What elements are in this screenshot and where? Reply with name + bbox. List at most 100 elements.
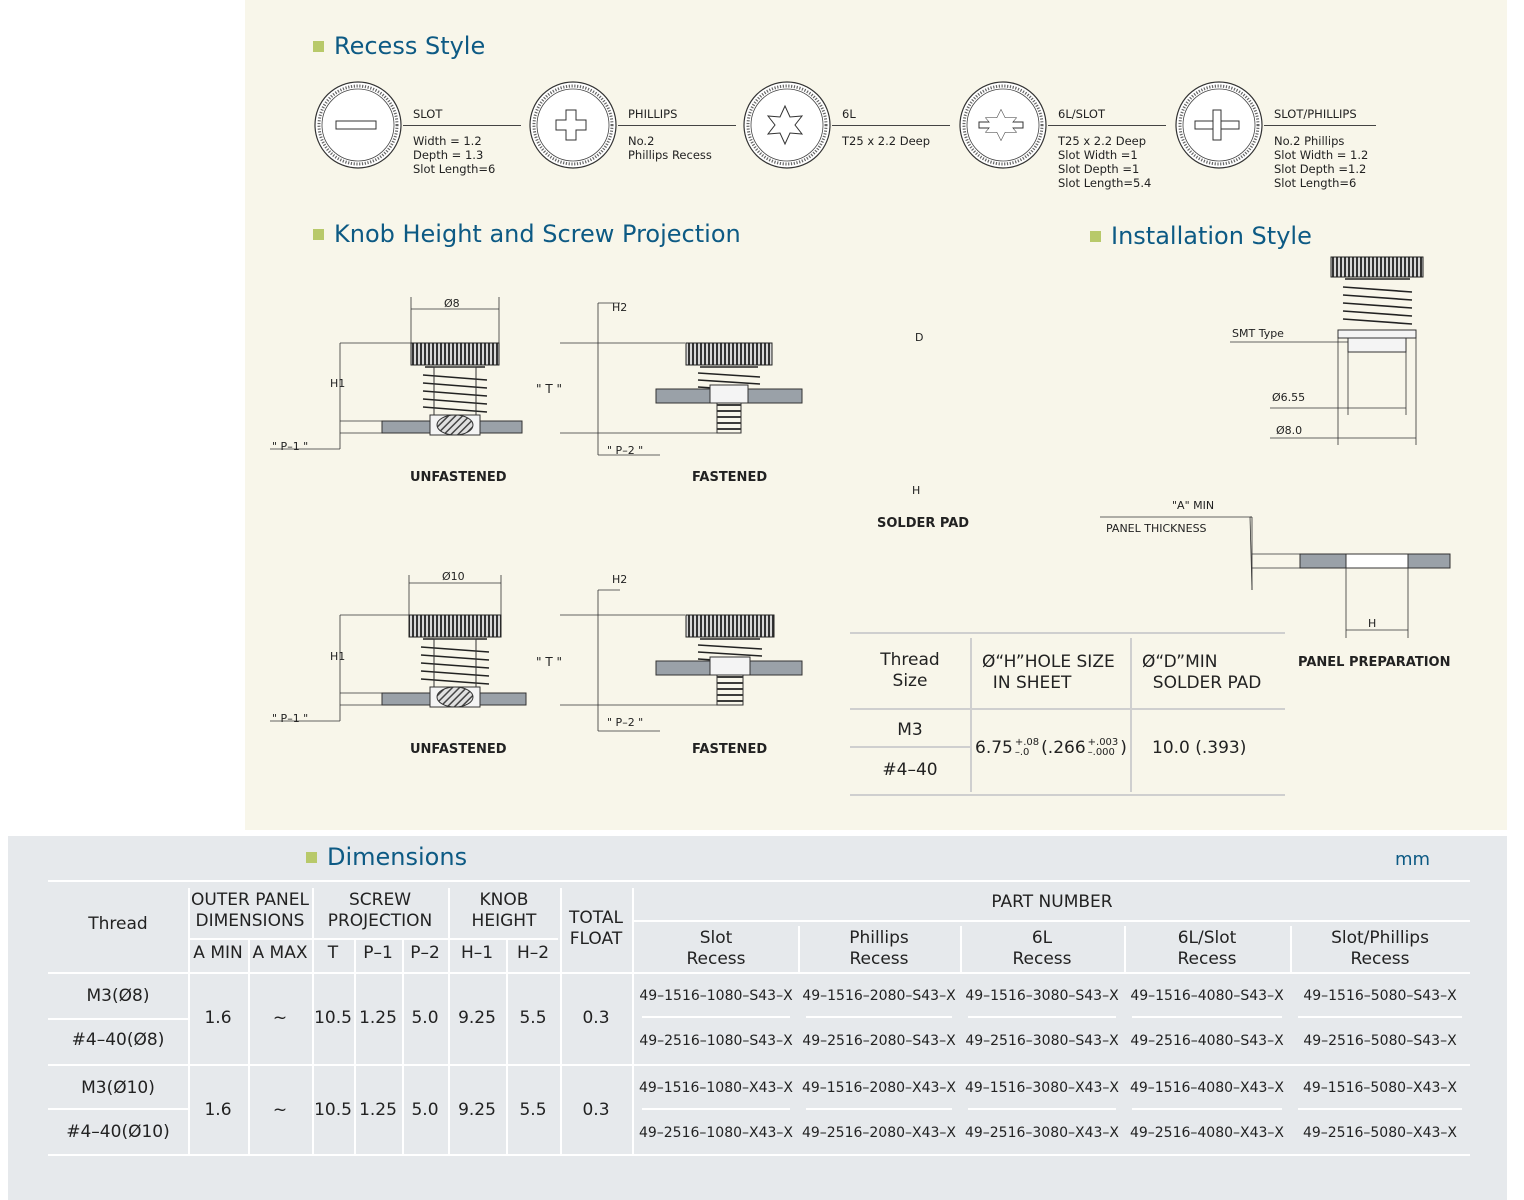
p2-label: " P–2 ": [607, 444, 644, 457]
p2-label-2: " P–2 ": [607, 716, 644, 729]
t-label: " T ": [536, 382, 562, 396]
total-float-cell: 0.3: [582, 1100, 610, 1120]
solder-pad-header: Ø“D”MIN SOLDER PAD: [1142, 652, 1262, 693]
recess-spec: Depth = 1.3: [413, 148, 484, 162]
hole-size-value: 6.75+.08–.0(.266+.003–.000): [975, 737, 1127, 759]
a-max-cell: ~: [272, 1008, 288, 1028]
part-number-cell: 49–1516–4080–S43–X: [1130, 988, 1284, 1004]
h1-label: H1: [330, 377, 346, 390]
part-number-header: PART NUMBER: [991, 892, 1113, 912]
phillips-recess-icon: [529, 81, 617, 169]
panel-preparation-label: PANEL PREPARATION: [1298, 655, 1451, 670]
fastened-label: FASTENED: [692, 470, 768, 485]
outer-panel-header: OUTER PANEL DIMENSIONS: [191, 890, 309, 931]
a-min-label: "A" MIN: [1172, 499, 1215, 512]
a-min-header: A MIN: [193, 943, 243, 963]
hole-size-header: Ø“H”HOLE SIZE IN SHEET: [982, 652, 1115, 693]
smt-type-label: SMT Type: [1232, 327, 1284, 340]
solder-pad-label: SOLDER PAD: [877, 516, 970, 531]
part-number-cell: 49–1516–1080–X43–X: [638, 1080, 794, 1096]
6l-recess-icon: [743, 81, 831, 169]
slot-phillips-recess-icon: [1175, 81, 1263, 169]
smt-installation-diagram: [1100, 256, 1451, 638]
recess-name: SLOT/PHILLIPS: [1274, 107, 1357, 121]
recess-name: 6L/SLOT: [1058, 107, 1105, 121]
part-number-cell: 49–1516–4080–X43–X: [1129, 1080, 1285, 1096]
thread-m3: M3: [897, 720, 923, 740]
d80-label: Ø8.0: [1276, 424, 1303, 437]
unfastened-label: UNFASTENED: [410, 470, 507, 485]
fastened-label-2: FASTENED: [692, 742, 768, 757]
h2-cell: 5.5: [519, 1100, 547, 1120]
part-number-cell: 49–2516–1080–S43–X: [639, 1033, 793, 1049]
panel-thickness-label: PANEL THICKNESS: [1106, 522, 1207, 535]
unfastened-label-2: UNFASTENED: [410, 742, 507, 757]
h1-header: H–1: [460, 943, 494, 963]
part-number-cell: 49–1516–3080–S43–X: [965, 988, 1119, 1004]
bullet-icon: [313, 40, 324, 52]
recess-spec: Slot Length=5.4: [1058, 176, 1152, 190]
t-label-2: " T ": [536, 655, 562, 669]
part-number-cell: 49–1516–2080–X43–X: [801, 1080, 957, 1096]
recess-spec: Phillips Recess: [628, 148, 712, 162]
p2-cell: 5.0: [411, 1100, 439, 1120]
thread-4-40: #4–40: [882, 760, 938, 780]
part-number-cell: 49–1516–2080–S43–X: [802, 988, 956, 1004]
6l-slot-recess-header: 6L/Slot Recess: [1177, 928, 1237, 969]
t-cell: 10.5: [314, 1008, 352, 1028]
part-number-cell: 49–2516–3080–X43–X: [964, 1125, 1120, 1141]
part-number-cell: 49–1516–1080–S43–X: [639, 988, 793, 1004]
recess-spec: T25 x 2.2 Deep: [842, 134, 931, 148]
6l-recess-header: 6L Recess: [1012, 928, 1072, 969]
p1-cell: 1.25: [359, 1100, 397, 1120]
p2-header: P–2: [410, 943, 440, 963]
part-number-cell: 49–2516–2080–S43–X: [802, 1033, 956, 1049]
slot-recess-header: Slot Recess: [686, 928, 746, 969]
recess-spec: No.2: [628, 134, 655, 148]
dimensions-table: Thread OUTER PANEL DIMENSIONS A MIN A MA…: [48, 880, 1470, 1156]
installation-style-title: Installation Style: [1090, 222, 1312, 250]
bullet-icon: [313, 228, 324, 240]
recess-spec: Slot Width =1: [1058, 148, 1138, 162]
part-number-cell: 49–2516–1080–X43–X: [638, 1125, 794, 1141]
fastened-10-diagram: [560, 589, 803, 732]
p1-cell: 1.25: [359, 1008, 397, 1028]
bullet-icon: [306, 851, 317, 863]
p1-label-2: " P–1 ": [272, 712, 309, 725]
bullet-icon: [1090, 230, 1101, 242]
thread-cell: M3(Ø10): [81, 1078, 155, 1098]
recess-spec: Slot Length=6: [413, 162, 496, 176]
fastened-8-diagram: [560, 302, 803, 456]
p1-label: " P–1 ": [272, 440, 309, 453]
h1-cell: 9.25: [458, 1008, 496, 1028]
phillips-recess-header: Phillips Recess: [849, 928, 909, 969]
solder-d-label: D: [915, 331, 924, 344]
p1-header: P–1: [363, 943, 393, 963]
solder-h-label: H: [912, 484, 921, 497]
dia10-label: Ø10: [442, 570, 465, 583]
h2-cell: 5.5: [519, 1008, 547, 1028]
part-number-cell: 49–2516–2080–X43–X: [801, 1125, 957, 1141]
unfastened-10-diagram: [270, 575, 527, 722]
a-min-cell: 1.6: [204, 1008, 232, 1028]
a-min-cell: 1.6: [204, 1100, 232, 1120]
h2-label: H2: [612, 301, 628, 314]
knob-height-title: Knob Height and Screw Projection: [313, 220, 741, 248]
dimensions-title: Dimensions: [306, 843, 467, 871]
h1-label-2: H1: [330, 650, 346, 663]
t-cell: 10.5: [314, 1100, 352, 1120]
thread-size-header: Thread Size: [880, 650, 940, 691]
h1-cell: 9.25: [458, 1100, 496, 1120]
6l-slot-recess-icon: [959, 81, 1047, 169]
part-number-cell: 49–1516–5080–S43–X: [1303, 988, 1457, 1004]
d655-label: Ø6.55: [1272, 391, 1306, 404]
recess-spec: Slot Depth =1.2: [1274, 162, 1367, 176]
knob-height-header: KNOB HEIGHT: [471, 890, 537, 931]
solder-pad-value: 10.0 (.393): [1152, 738, 1247, 758]
thread-cell: M3(Ø8): [86, 986, 150, 1006]
recess-spec: T25 x 2.2 Deep: [1058, 134, 1147, 148]
h2-header: H–2: [516, 943, 550, 963]
dimensions-panel: [8, 836, 1507, 1200]
